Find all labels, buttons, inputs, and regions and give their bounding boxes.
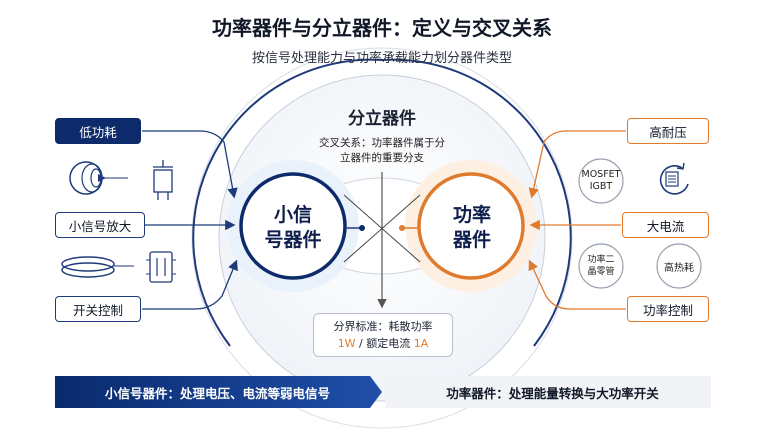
outer-arc-left (192, 58, 383, 347)
discrete-devices-title: 分立器件 (348, 109, 416, 129)
arrow-switching (142, 259, 238, 310)
cycle-chip-icon (659, 162, 689, 195)
transistor-icon (153, 160, 173, 200)
small-signal-line1: 小信 (273, 204, 312, 226)
mosfet-igbt-text: MOSFET IGBT (579, 169, 623, 193)
label-switch-control: 开关控制 (55, 296, 141, 322)
standard-line2: 1W / 额定电流 1A (314, 335, 452, 352)
high-heat-text: 高热耗 (664, 263, 694, 274)
arrow-low-power (142, 130, 238, 199)
page-title: 功率器件与分立器件：定义与交叉关系 (212, 16, 552, 40)
page-subtitle: 按信号处理能力与功率承载能力划分器件类型 (251, 51, 512, 66)
standard-value-power: 1W (337, 337, 356, 350)
chip-icon (146, 251, 176, 283)
standard-separator: / 额定电流 (355, 337, 414, 350)
bottom-right-caption: 功率器件：处理能量转换与大功率开关 (446, 385, 659, 401)
power-device-line2: 器件 (452, 229, 491, 251)
arrow-power-control (528, 259, 626, 310)
power-diode-line1: 功率二 (587, 255, 615, 265)
bottom-right-banner (385, 376, 711, 408)
power-diode-line2: 晶零管 (587, 267, 615, 277)
label-low-power: 低功耗 (55, 118, 141, 144)
small-signal-label: 小信 号器件 (243, 203, 343, 253)
igbt-text: IGBT (589, 181, 613, 192)
small-signal-line2: 号器件 (264, 229, 322, 251)
boundary-standard-box: 分界标准：耗散功率 1W / 额定电流 1A (313, 313, 453, 357)
power-diode-text: 功率二 晶零管 (579, 254, 623, 278)
connector-left-dot (359, 225, 365, 231)
small-signal-circle (239, 172, 347, 280)
mosfet-igbt-badge (578, 158, 624, 204)
power-device-label: 功率 器件 (422, 203, 522, 253)
bottom-left-caption: 小信号器件：处理电压、电流等弱电信号 (104, 385, 330, 401)
disc-component-icon (61, 256, 134, 278)
arrow-high-voltage (528, 130, 626, 199)
power-diode-badge (578, 243, 624, 289)
mosfet-text: MOSFET (581, 169, 621, 180)
standard-value-current: 1A (413, 337, 429, 350)
outer-faint-ring (191, 47, 573, 429)
label-high-voltage: 高耐压 (627, 118, 709, 144)
bottom-left-banner (55, 376, 382, 408)
coil-icon (69, 161, 128, 195)
connector-right-dot (399, 225, 405, 231)
cross-relation-note: 交叉关系：功率器件属于分 立器件的重要分支 (302, 136, 462, 166)
label-power-control: 功率控制 (627, 296, 709, 322)
outer-arc-right (381, 58, 572, 347)
label-high-current: 大电流 (622, 212, 709, 238)
power-circle (417, 172, 525, 280)
power-device-line1: 功率 (452, 204, 491, 226)
standard-line1: 分界标准：耗散功率 (333, 320, 433, 333)
high-heat-badge (656, 243, 702, 289)
cross-relation-line1: 交叉关系：功率器件属于分 (319, 137, 445, 149)
label-small-signal-amp: 小信号放大 (55, 212, 145, 238)
cross-relation-line2: 立器件的重要分支 (340, 152, 424, 164)
